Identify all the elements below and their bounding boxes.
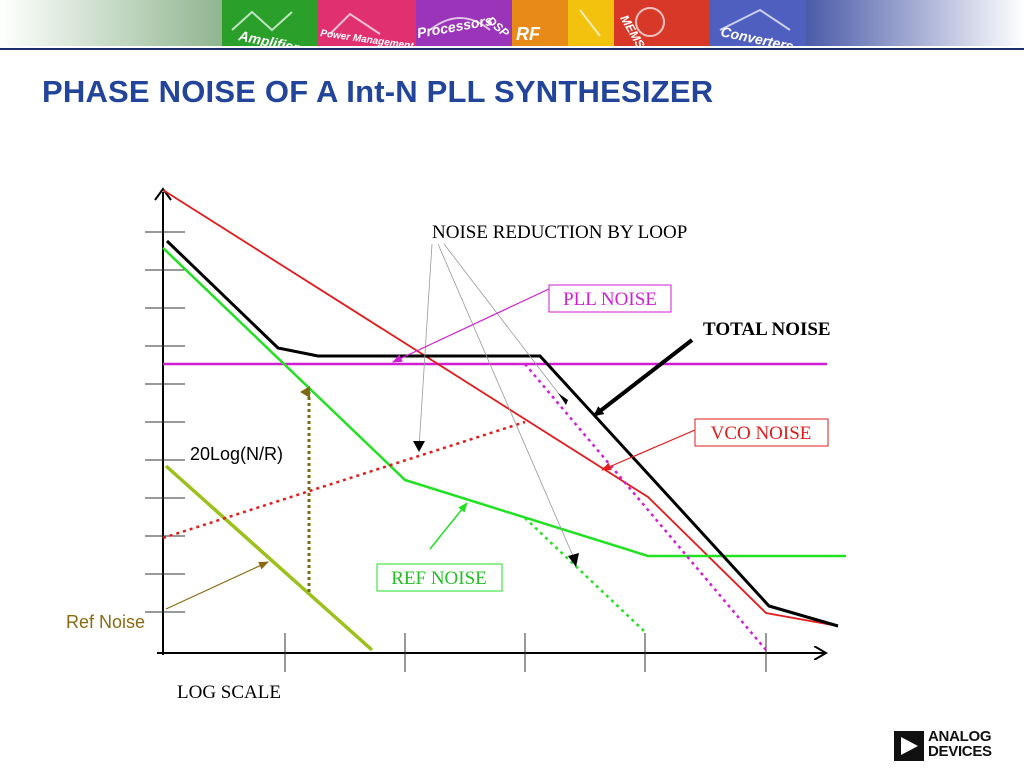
page-title: PHASE NOISE OF A Int-N PLL SYNTHESIZER: [42, 74, 714, 109]
pll-noise-pointer: [392, 287, 552, 363]
ref-noise-box: [376, 563, 503, 592]
noise-reduction-pointers: [418, 243, 577, 564]
ref-noise-box-label: REF NOISE: [391, 568, 487, 589]
ref-noise-closed-loop-line: [162, 247, 846, 558]
ref-noise-open-pointer: [165, 561, 269, 610]
svg-text:RF: RF: [516, 24, 541, 44]
vco-noise-box: [694, 418, 829, 447]
y-axis: [145, 187, 185, 655]
vco-noise-pointer: [601, 429, 696, 471]
total-noise-label: TOTAL NOISE: [703, 319, 831, 340]
noise-reduction-arrowhead-1: [413, 441, 425, 452]
ref-noise-pointer: [429, 502, 468, 550]
x-axis-label: LOG SCALE: [177, 682, 281, 703]
ref-reduced-dotted-line: [162, 420, 526, 540]
ratio-label: 20Log(N/R): [190, 444, 283, 464]
logo-text: ANALOG DEVICES: [928, 729, 992, 759]
pll-noise-box: [548, 284, 672, 313]
pll-reduced-dotted-line: [524, 363, 767, 651]
logo-line-1: ANALOG: [928, 728, 992, 745]
header-divider: [0, 48, 1024, 50]
x-axis: [157, 633, 826, 672]
noise-reduction-arrowhead-2: [558, 393, 568, 405]
header-banner: Amplifiers Power Management Processors D…: [0, 0, 1024, 46]
total-noise-line: [165, 239, 839, 628]
ref-noise-open-loop-line: [164, 464, 374, 652]
noise-reduction-arrowhead-3: [568, 553, 579, 567]
vco-noise-line: [162, 189, 839, 627]
analog-devices-logo: [894, 731, 924, 761]
total-noise-pointer: [593, 338, 694, 417]
vco-noise-label: VCO NOISE: [711, 423, 812, 444]
pll-noise-label: PLL NOISE: [563, 289, 657, 310]
logo-line-2: DEVICES: [928, 743, 992, 760]
noise-reduction-label: NOISE REDUCTION BY LOOP: [432, 222, 687, 243]
ref-noise-label: Ref Noise: [66, 612, 145, 632]
